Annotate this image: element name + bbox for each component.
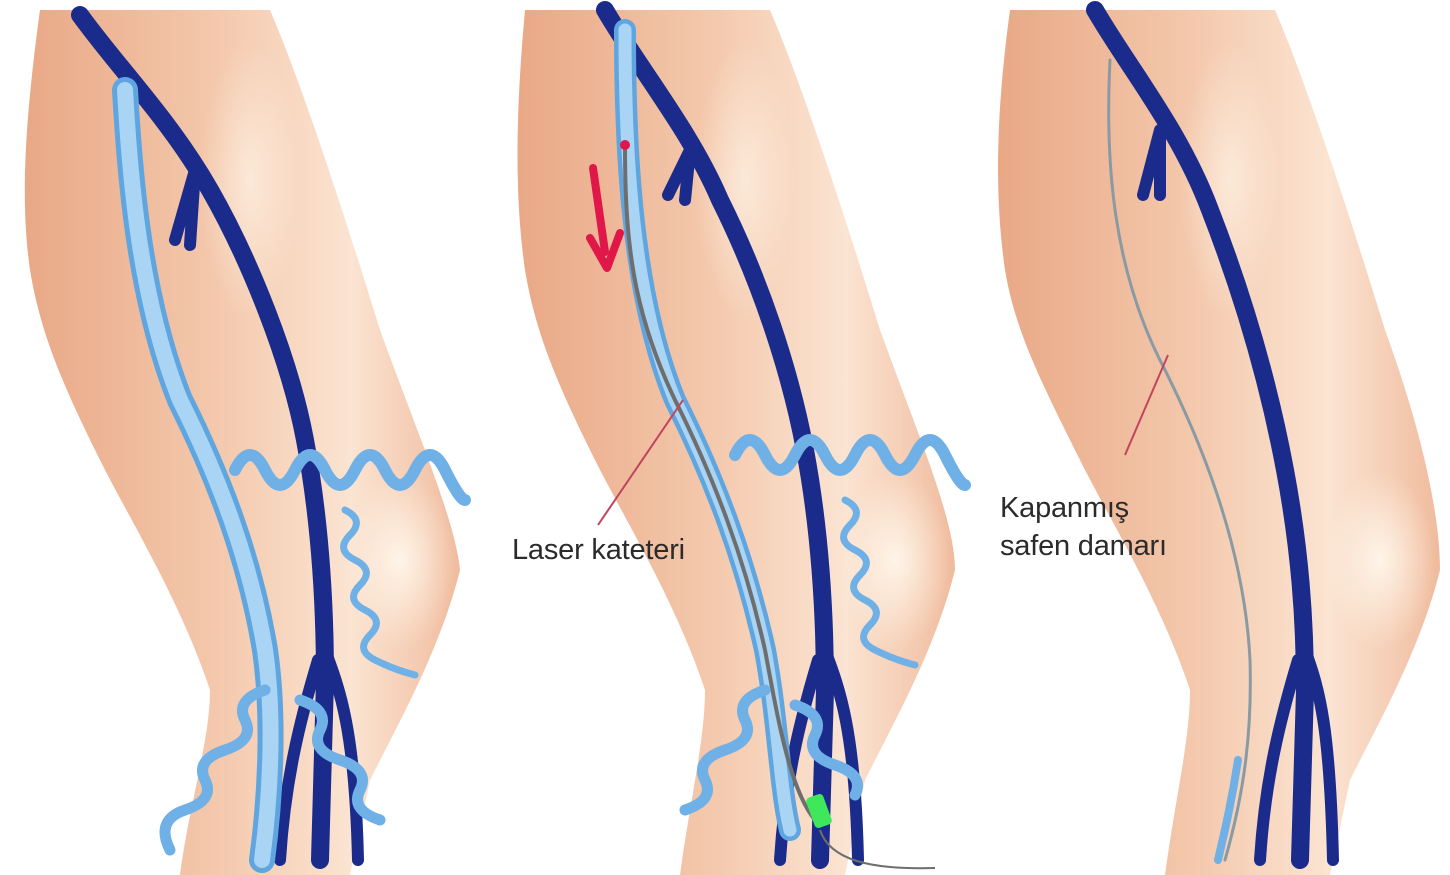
laser-tip xyxy=(620,140,630,150)
closed-vein-label-line2: safen damarı xyxy=(1000,527,1167,565)
knee-highlight xyxy=(840,470,950,650)
laser-catheter-label: Laser kateteri xyxy=(512,531,685,569)
panel-after xyxy=(998,10,1440,875)
closed-vein-label: Kapanmış safen damarı xyxy=(1000,489,1167,565)
panel-before xyxy=(25,10,465,875)
closed-vein-label-line1: Kapanmış xyxy=(1000,489,1167,527)
panel-during xyxy=(518,10,966,875)
knee-highlight xyxy=(1325,470,1435,650)
